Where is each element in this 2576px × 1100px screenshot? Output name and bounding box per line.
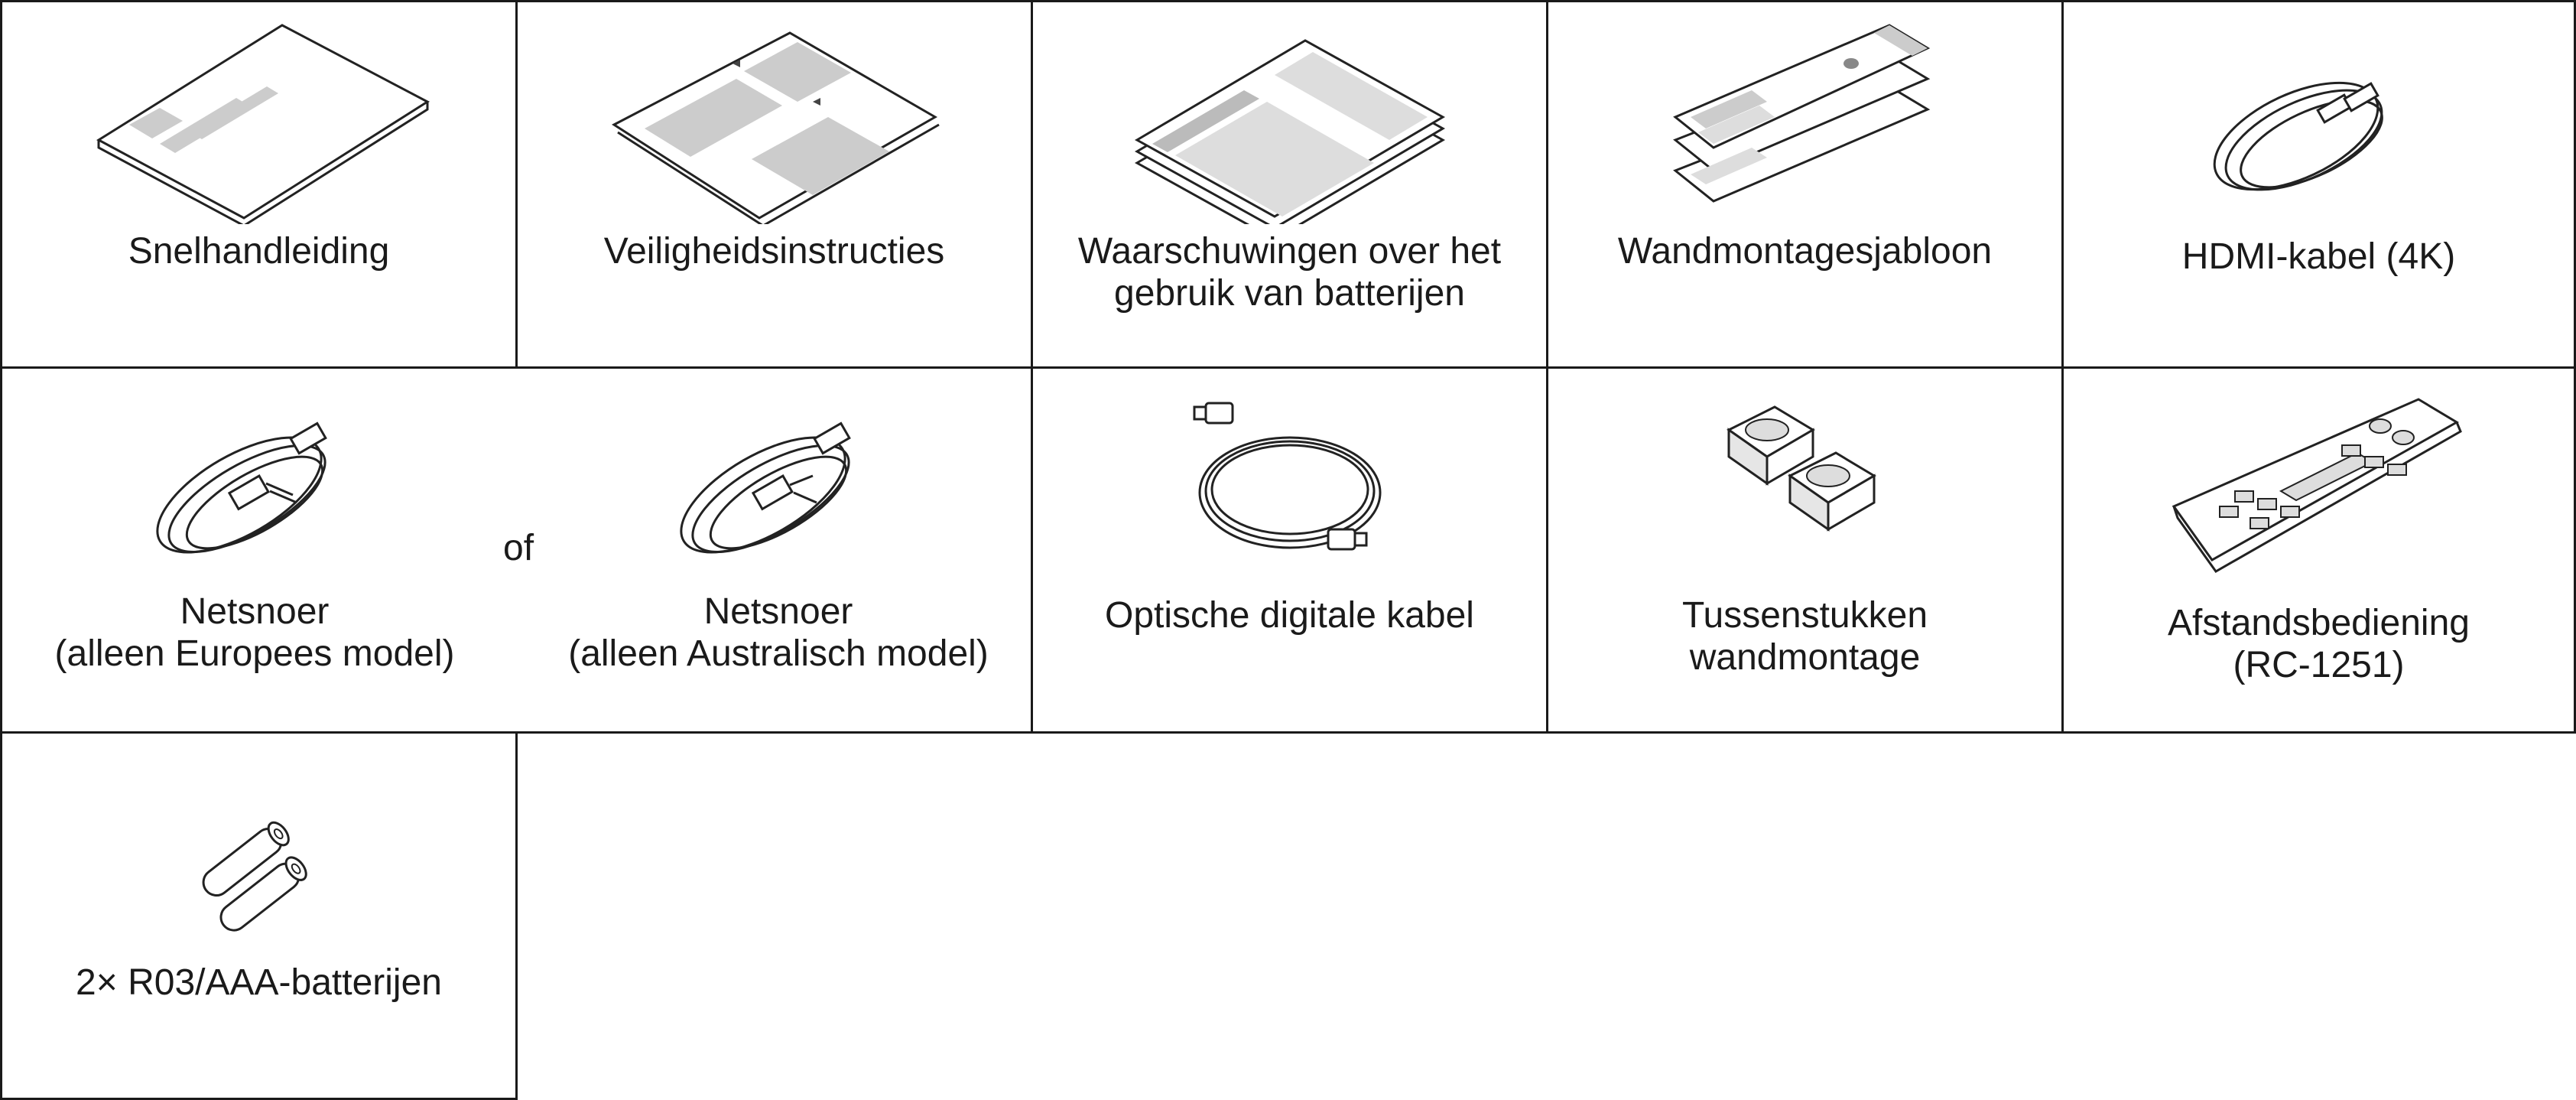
power-cord-au-icon: [664, 399, 893, 575]
power-cord-au: Netsnoer (alleen Australisch model): [522, 369, 1035, 731]
label-optical-cable: Optische digitale kabel: [1105, 595, 1474, 636]
cell-power-cords: Netsnoer (alleen Europees model) of Nets…: [0, 366, 1033, 734]
batteries-icon: [190, 795, 328, 948]
safety-illustration: [518, 2, 1031, 224]
pamphlet-icon: [1122, 18, 1458, 224]
label-quick-guide: Snelhandleiding: [128, 231, 390, 272]
folded-sheet-icon: [599, 18, 950, 224]
optical-cable-illustration: [1033, 369, 1546, 591]
battery-warnings-illustration: [1033, 2, 1546, 224]
label-wall-spacers: Tussenstukken wandmontage: [1681, 595, 1928, 678]
power-cord-eu-illustration: [2, 369, 507, 591]
cell-wall-spacers: Tussenstukken wandmontage: [1546, 366, 2064, 734]
optical-cable-icon: [1191, 392, 1389, 575]
quick-guide-illustration: [2, 2, 515, 224]
wall-spacers-illustration: [1548, 369, 2061, 591]
label-battery-warnings: Waarschuwingen over het gebruik van batt…: [1077, 231, 1502, 314]
spacers-icon: [1721, 399, 1889, 568]
power-cord-eu: Netsnoer (alleen Europees model): [2, 369, 507, 731]
cell-wall-template: Wandmontagesjabloon: [1546, 0, 2064, 369]
wall-template-illustration: [1548, 2, 2061, 224]
power-cord-au-illustration: [522, 369, 1035, 591]
label-wall-template: Wandmontagesjabloon: [1617, 231, 1993, 272]
cell-hdmi-cable: HDMI-kabel (4K): [2061, 0, 2576, 369]
remote-control-icon: [2166, 384, 2472, 583]
label-power-cord-au: Netsnoer (alleen Australisch model): [568, 591, 989, 674]
label-batteries: 2× R03/AAA-batterijen: [76, 962, 442, 1003]
booklet-icon: [83, 18, 435, 224]
hdmi-cable-icon: [2204, 33, 2434, 224]
power-cord-eu-icon: [140, 399, 369, 575]
label-remote-control: Afstandsbediening (RC-1251): [2168, 603, 2470, 685]
cell-batteries: 2× R03/AAA-batterijen: [0, 731, 518, 1100]
or-separator: of: [503, 528, 534, 568]
cell-remote-control: Afstandsbediening (RC-1251): [2061, 366, 2576, 734]
cell-optical-cable: Optische digitale kabel: [1031, 366, 1548, 734]
label-power-cord-eu: Netsnoer (alleen Europees model): [54, 591, 455, 674]
batteries-illustration: [2, 734, 515, 955]
cell-battery-warnings: Waarschuwingen over het gebruik van batt…: [1031, 0, 1548, 369]
cell-quick-guide: Snelhandleiding: [0, 0, 518, 369]
template-icon: [1660, 18, 1951, 224]
label-hdmi-cable: HDMI-kabel (4K): [2181, 236, 2456, 277]
cell-safety: Veiligheidsinstructies: [515, 0, 1033, 369]
label-safety: Veiligheidsinstructies: [603, 231, 945, 272]
hdmi-illustration: [2064, 2, 2574, 224]
remote-control-illustration: [2064, 369, 2574, 591]
